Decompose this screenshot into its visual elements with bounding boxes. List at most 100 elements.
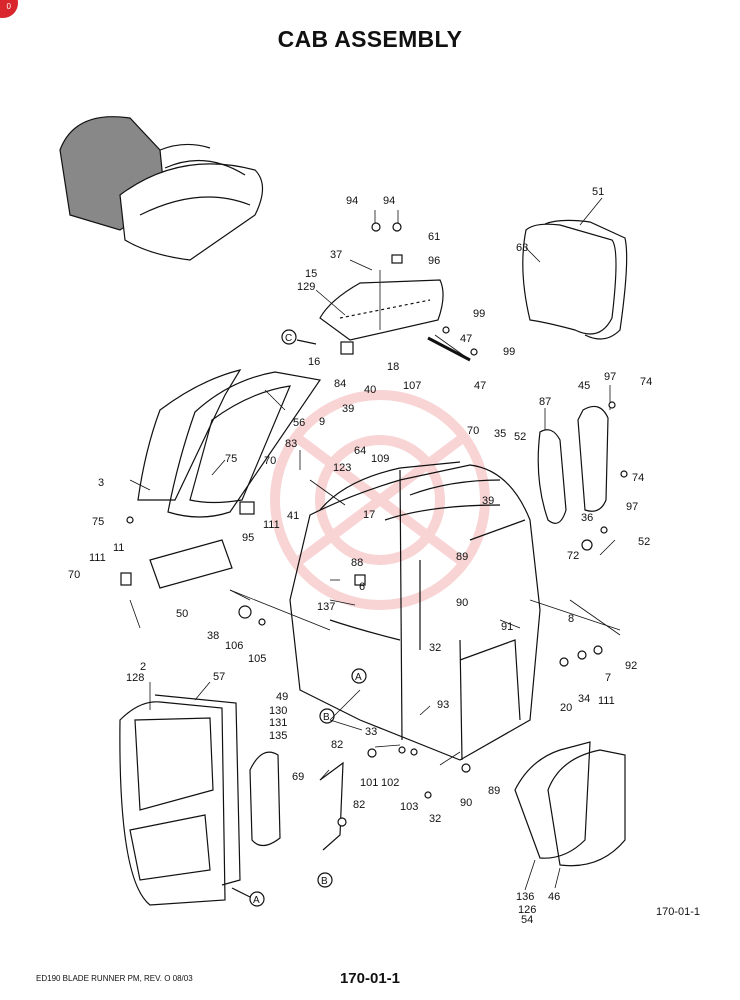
part-number-96: 96 — [428, 255, 440, 267]
part-number-52: 52 — [638, 536, 650, 548]
cab-frame — [289, 461, 541, 761]
part-number-97: 97 — [626, 501, 638, 513]
part-number-135: 135 — [269, 730, 287, 742]
part-number-16: 16 — [308, 356, 320, 368]
part-number-136: 136 — [516, 891, 534, 903]
corner-badge: 0 — [0, 0, 18, 18]
part-number-90: 90 — [456, 597, 468, 609]
part-number-70: 70 — [264, 455, 276, 467]
part-number-70: 70 — [467, 425, 479, 437]
part-number-3: 3 — [98, 477, 104, 489]
part-number-88: 88 — [351, 557, 363, 569]
part-number-95: 95 — [242, 532, 254, 544]
part-number-9: 9 — [319, 416, 325, 428]
part-number-61: 61 — [428, 231, 440, 243]
part-number-130: 130 — [269, 705, 287, 717]
part-number-37: 37 — [330, 249, 342, 261]
right-side-window — [537, 405, 609, 524]
part-number-6: 6 — [359, 581, 365, 593]
part-number-38: 38 — [207, 630, 219, 642]
part-number-33: 33 — [365, 726, 377, 738]
part-number-101: 101 — [360, 777, 378, 789]
hardware-parts — [120, 222, 628, 827]
part-number-39: 39 — [482, 495, 494, 507]
page-title: CAB ASSEMBLY — [277, 26, 463, 52]
part-number-74: 74 — [640, 376, 652, 388]
lower-glass-50 — [149, 539, 233, 589]
callout-a: A — [253, 895, 260, 906]
callout-b: B — [323, 712, 330, 723]
part-number-56: 56 — [293, 417, 305, 429]
part-number-36: 36 — [581, 512, 593, 524]
callout-c: C — [285, 333, 292, 344]
part-number-97: 97 — [604, 371, 616, 383]
watermark-logo — [270, 390, 490, 610]
part-number-75: 75 — [225, 453, 237, 465]
footer-page-number: 170-01-1 — [339, 970, 401, 987]
callout-b: B — [321, 876, 328, 887]
roof-panel — [319, 279, 444, 341]
part-number-82: 82 — [331, 739, 343, 751]
seat — [59, 116, 264, 261]
part-number-45: 45 — [578, 380, 590, 392]
part-number-18: 18 — [387, 361, 399, 373]
part-number-40: 40 — [364, 384, 376, 396]
callout-letters: C A B B A — [253, 333, 362, 906]
part-number-17: 17 — [363, 509, 375, 521]
part-number-72: 72 — [567, 550, 579, 562]
part-number-63: 63 — [516, 242, 528, 254]
part-number-69: 69 — [292, 771, 304, 783]
figure-id: 170-01-1 — [655, 906, 700, 918]
rod-69 — [319, 761, 344, 851]
part-number-105: 105 — [248, 653, 266, 665]
part-number-107: 107 — [403, 380, 421, 392]
part-number-11: 11 — [113, 542, 124, 554]
part-number-2: 2 — [140, 661, 146, 673]
part-number-7: 7 — [605, 672, 611, 684]
callout-markers — [231, 329, 367, 907]
part-number-109: 109 — [371, 453, 389, 465]
part-number-129: 129 — [297, 281, 315, 293]
door — [119, 694, 241, 906]
part-number-74: 74 — [632, 472, 644, 484]
part-number-57: 57 — [213, 671, 225, 683]
part-number-83: 83 — [285, 438, 297, 450]
part-number-35: 35 — [494, 428, 506, 440]
part-number-137: 137 — [317, 601, 335, 613]
part-number-126: 126 — [518, 904, 536, 916]
part-number-41: 41 — [287, 510, 299, 522]
left-window — [137, 369, 322, 518]
part-number-106: 106 — [225, 640, 243, 652]
part-number-102: 102 — [381, 777, 399, 789]
side-glass-small — [249, 751, 281, 847]
part-number-34: 34 — [578, 693, 590, 705]
part-number-91: 91 — [501, 621, 513, 633]
part-number-8: 8 — [568, 613, 574, 625]
part-number-47: 47 — [460, 333, 472, 345]
part-number-70: 70 — [68, 569, 80, 581]
part-number-32: 32 — [429, 642, 441, 654]
part-number-75: 75 — [92, 516, 104, 528]
part-number-54: 54 — [521, 914, 533, 926]
part-number-99: 99 — [503, 346, 515, 358]
part-number-103: 103 — [400, 801, 418, 813]
part-number-15: 15 — [305, 268, 317, 280]
part-number-111: 111 — [598, 695, 615, 707]
part-number-92: 92 — [625, 660, 637, 672]
part-number-82: 82 — [353, 799, 365, 811]
part-number-94: 94 — [346, 195, 358, 207]
part-number-49: 49 — [276, 691, 288, 703]
part-number-87: 87 — [539, 396, 551, 408]
footer-doc-ref: ED190 BLADE RUNNER PM, REV. O 08/03 — [36, 974, 193, 983]
part-number-111: 111 — [263, 519, 280, 531]
part-number-93: 93 — [437, 699, 449, 711]
part-number-39: 39 — [342, 403, 354, 415]
part-number-123: 123 — [333, 462, 351, 474]
part-number-32: 32 — [429, 813, 441, 825]
part-number-89: 89 — [488, 785, 500, 797]
part-number-131: 131 — [269, 717, 287, 729]
rear-window — [522, 219, 628, 340]
bottom-window — [514, 741, 626, 867]
